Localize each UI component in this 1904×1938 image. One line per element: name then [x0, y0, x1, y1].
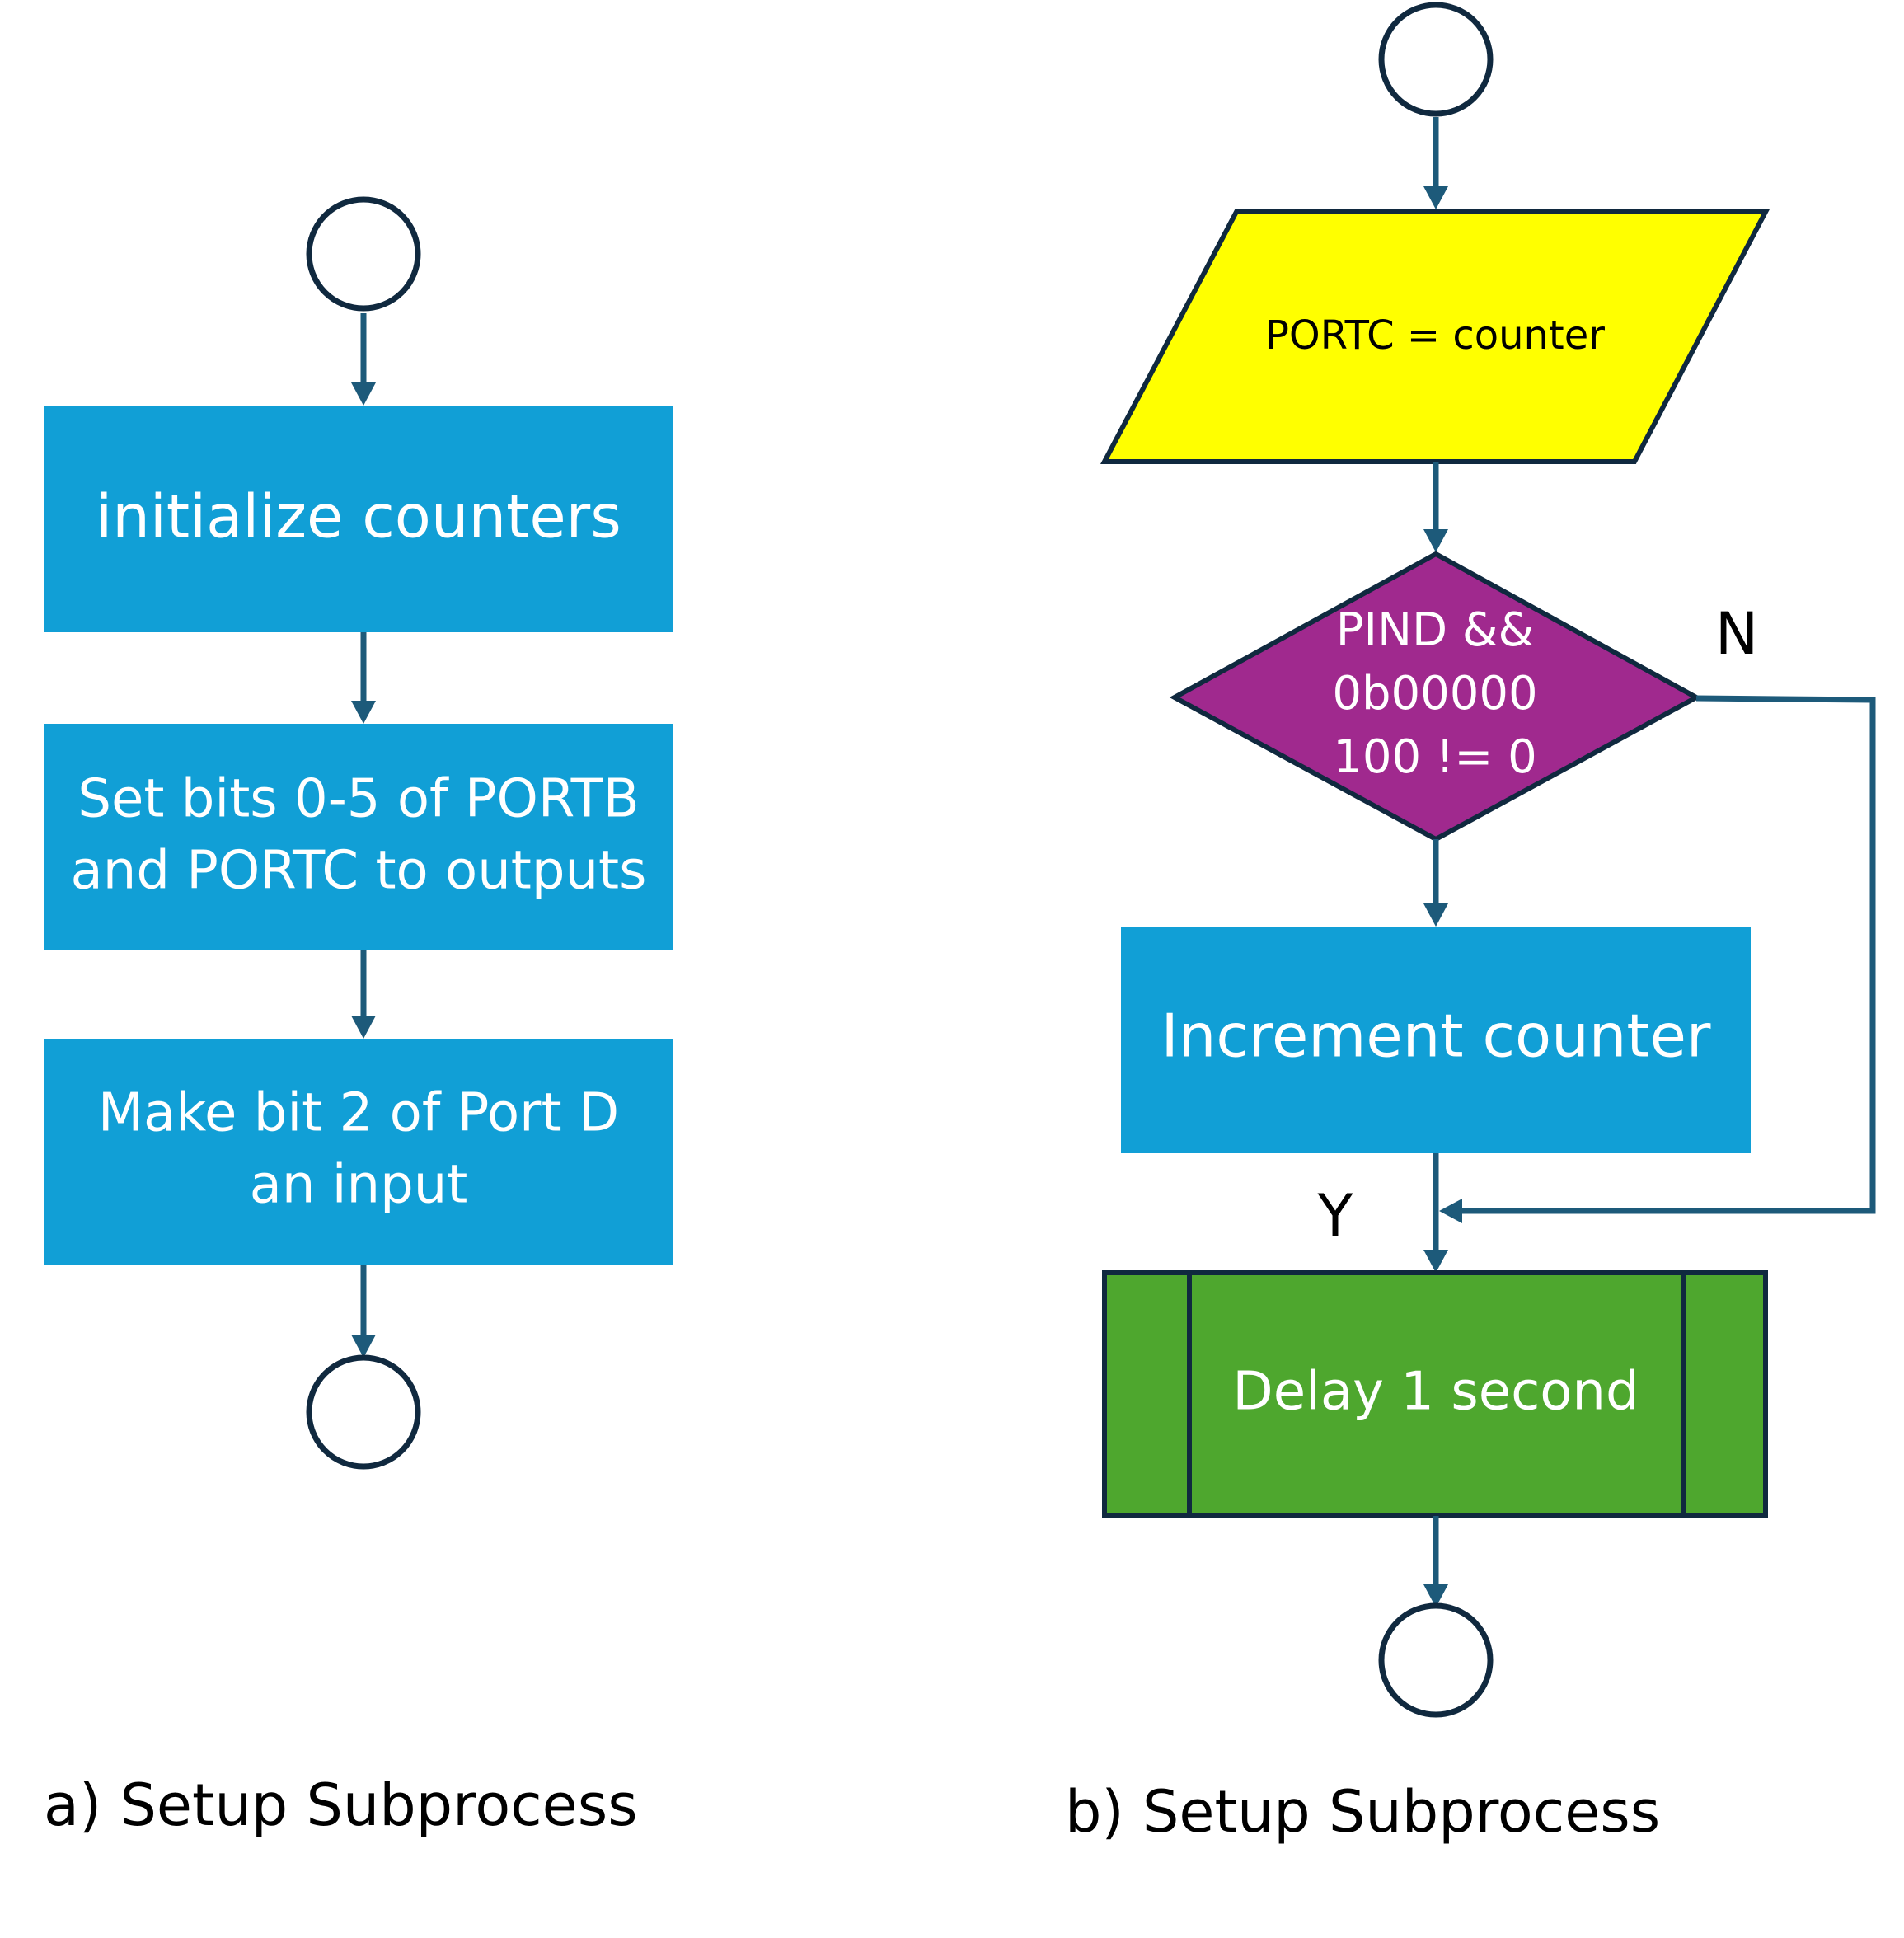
arrowhead-b-2 [1423, 529, 1448, 552]
diagram-a: initialize counters Set bits 0-5 of PORT… [44, 196, 673, 1839]
subprocess-label-delay: Delay 1 second [1232, 1362, 1639, 1423]
arrowhead-a-2 [351, 701, 376, 724]
io-label: PORTC = counter [1265, 312, 1605, 359]
io-parallelogram [1100, 209, 1770, 464]
start-terminator-b [1378, 2, 1494, 117]
process-box-initialize-counters [44, 406, 673, 632]
branch-label-no: N [1715, 600, 1758, 668]
arrowhead-b-3 [1423, 903, 1448, 927]
caption-b: b) Setup Subprocess [1065, 1778, 1660, 1846]
process-label-set-outputs-line-1: Set bits 0-5 of PORTB [77, 769, 639, 830]
branch-label-yes: Y [1317, 1182, 1353, 1250]
process-box-set-input [44, 1039, 673, 1265]
end-terminator-b [1378, 1602, 1494, 1718]
caption-a: a) Setup Subprocess [44, 1771, 638, 1839]
end-terminator-a [306, 1354, 421, 1470]
arrowhead-a-4 [351, 1335, 376, 1358]
process-box-set-outputs [44, 724, 673, 950]
process-label-set-input-line-1: Make bit 2 of Port D [98, 1083, 619, 1144]
arrowhead-b-1 [1423, 186, 1448, 209]
arrowhead-b-5 [1423, 1584, 1448, 1607]
process-label-set-outputs-line-2: and PORTC to outputs [71, 841, 647, 902]
arrowhead-a-1 [351, 382, 376, 406]
arrowhead-b-no-branch [1439, 1199, 1462, 1223]
decision-label-line-1: PIND && [1336, 603, 1534, 657]
arrowhead-b-4 [1423, 1250, 1448, 1273]
arrowhead-a-3 [351, 1016, 376, 1039]
decision-label-line-2: 0b00000 [1332, 667, 1537, 720]
process-box-increment-counter [1121, 927, 1751, 1153]
process-label-set-input-line-2: an input [250, 1155, 468, 1216]
decision-label-line-3: 100 != 0 [1333, 730, 1537, 784]
diagram-b: PORTC = counter PIND && 0b00000 100 != 0… [1065, 2, 1876, 1846]
subprocess-box-delay [1102, 1270, 1768, 1518]
process-label-initialize-counters: initialize counters [96, 482, 621, 551]
process-label-increment-counter: Increment counter [1161, 1002, 1711, 1071]
connector-b-no-branch [1457, 695, 1876, 1214]
start-terminator-a [306, 196, 421, 312]
